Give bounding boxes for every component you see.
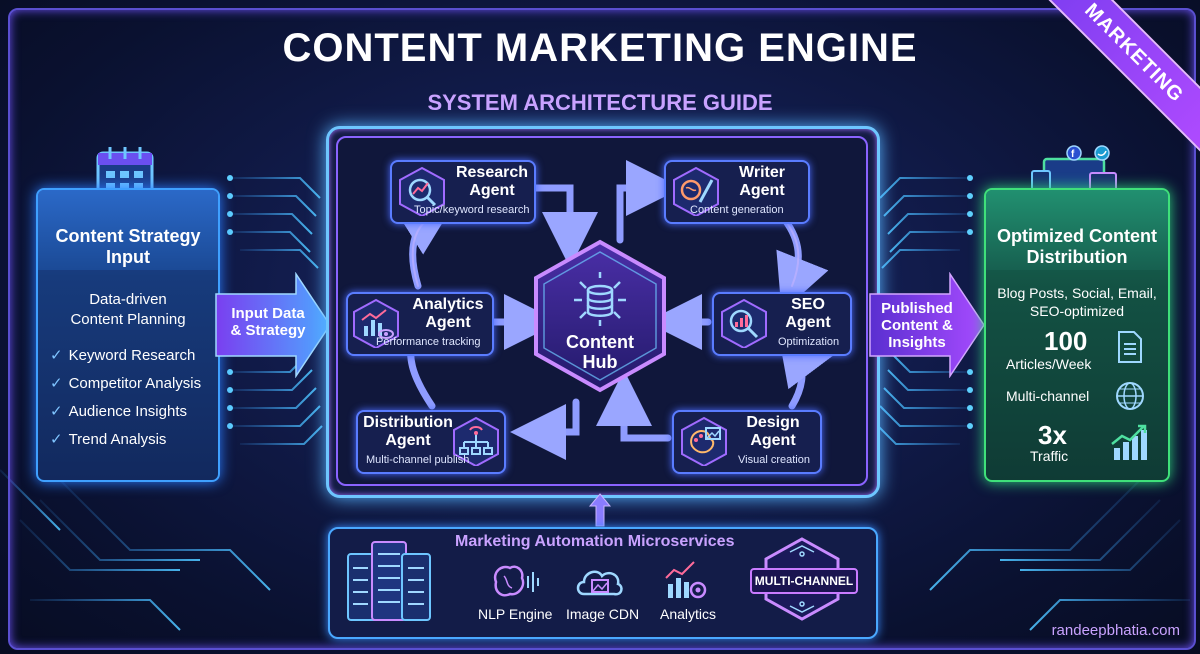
network-icon (453, 416, 499, 466)
globe-icon (1116, 382, 1144, 410)
articles-stat-value: 100 (1044, 326, 1088, 356)
chart-eye-icon (353, 298, 399, 348)
panel-title-line2: Distribution (1026, 247, 1128, 267)
panel-header (38, 190, 218, 270)
brain-wave-icon (493, 565, 539, 597)
document-icon (1118, 331, 1142, 363)
output-arrow-line2: Content & (881, 317, 953, 334)
check-icon: ✓ (50, 347, 63, 364)
input-arrow-label: Input Data & Strategy (222, 305, 314, 339)
output-arrow-line3: Insights (888, 334, 946, 351)
content-hub-line2: Hub (582, 352, 618, 372)
multichannel-stat-label: Multi-channel (1006, 388, 1090, 404)
palette-image-icon (681, 416, 727, 466)
traffic-stat-label: Traffic (1030, 448, 1069, 464)
database-icon (574, 272, 626, 326)
articles-stat-label: Articles/Week (1006, 356, 1092, 372)
content-hub-line1: Content (566, 332, 634, 352)
distribution-agent-name-line1: Distribution (363, 414, 453, 431)
checklist-item: ✓ Audience Insights (50, 402, 187, 420)
output-arrow-line1: Published (881, 300, 953, 317)
check-icon: ✓ (50, 403, 63, 420)
up-arrow (588, 493, 612, 527)
distribution-agent-desc: Multi-channel publish (366, 454, 470, 466)
outer-frame (8, 8, 1196, 650)
check-icon: ✓ (50, 431, 63, 448)
output-arrow (869, 272, 985, 378)
page-subtitle: SYSTEM ARCHITECTURE GUIDE (427, 90, 773, 115)
microservices-title: Marketing Automation Microservices (455, 533, 735, 550)
writer-agent-desc: Content generation (690, 204, 784, 216)
seo-agent-desc: Optimization (778, 336, 840, 348)
checklist-item: ✓ Trend Analysis (50, 430, 166, 448)
analytics-gear-icon (665, 561, 707, 599)
cloud-image-icon (576, 570, 623, 596)
panel-desc-line2: SEO-optimized (1029, 303, 1125, 319)
checklist-label: Keyword Research (68, 347, 196, 364)
checklist-item: ✓ Keyword Research (50, 346, 195, 364)
traffic-stat-value: 3x (1038, 420, 1067, 450)
svg-text:f: f (1071, 149, 1075, 160)
checklist-label: Audience Insights (68, 403, 187, 420)
page-title: CONTENT MARKETING ENGINE (282, 26, 918, 70)
design-agent-name-line2: Agent (750, 432, 796, 449)
distribution-agent-name-line2: Agent (385, 432, 431, 449)
research-agent-name-line2: Agent (469, 182, 515, 199)
analytics-agent-name-line1: Analytics (412, 296, 484, 313)
checklist-label: Competitor Analysis (68, 375, 202, 392)
content-strategy-panel: Content Strategy Input Data-driven Conte… (36, 188, 220, 482)
content-hub-label: Content Hub (532, 332, 668, 372)
check-icon: ✓ (50, 375, 63, 392)
analytics-agent-name-line2: Agent (425, 314, 471, 331)
panel-desc-line1: Data-driven (89, 291, 167, 308)
content-hub-hexagon (534, 239, 666, 393)
panel-header (986, 190, 1168, 270)
panel-title-line1: Optimized Content (997, 226, 1157, 246)
seo-agent-name-line1: SEO (791, 296, 825, 313)
multichannel-badge: MULTI-CHANNEL (750, 568, 858, 594)
seo-agent-name-line2: Agent (785, 314, 831, 331)
design-agent-name-line1: Design (746, 414, 800, 431)
magnifier-chart-icon (721, 298, 767, 348)
panel-title-line1: Content Strategy (55, 226, 201, 246)
input-arrow-line1: Input Data (231, 305, 305, 322)
image-cdn-label: Image CDN (566, 606, 640, 622)
brain-pen-icon (673, 166, 719, 216)
search-trend-icon (399, 166, 445, 216)
content-distribution-panel: Optimized Content Distribution Blog Post… (984, 188, 1170, 482)
checklist-item: ✓ Competitor Analysis (50, 374, 201, 392)
analytics-agent-desc: Performance tracking (376, 336, 481, 348)
growth-chart-icon (1111, 424, 1147, 460)
panel-desc-line1: Blog Posts, Social, Email, (997, 285, 1157, 301)
input-arrow (215, 272, 331, 378)
research-agent-name-line1: Research (455, 164, 529, 181)
panel-desc-line2: Content Planning (70, 311, 186, 328)
writer-agent-name-line2: Agent (739, 182, 785, 199)
research-agent-desc: Topic/keyword research (414, 204, 530, 216)
design-agent-desc: Visual creation (738, 454, 810, 466)
server-rack-icon (347, 541, 431, 621)
input-arrow-line2: & Strategy (230, 322, 306, 339)
site-credit[interactable]: randeepbhatia.com (1051, 622, 1180, 639)
writer-agent-name-line1: Writer (739, 164, 785, 181)
output-arrow-label: Published Content & Insights (872, 300, 962, 351)
nlp-engine-label: NLP Engine (478, 606, 553, 622)
panel-title-line2: Input (106, 247, 150, 267)
analytics-service-label: Analytics (660, 606, 717, 622)
checklist-label: Trend Analysis (68, 431, 167, 448)
